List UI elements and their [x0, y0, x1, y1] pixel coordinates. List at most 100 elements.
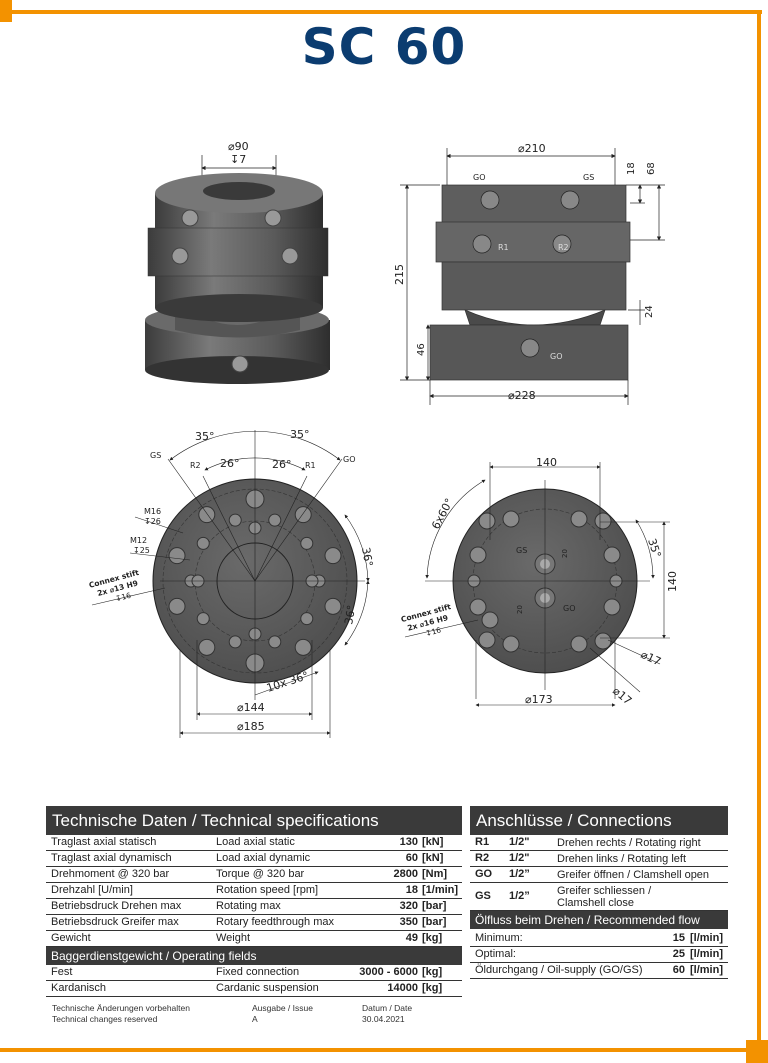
- bottom-d20b: 20: [516, 605, 524, 614]
- bolt-hole: [300, 536, 314, 550]
- spec-value: 2800: [393, 868, 418, 880]
- bolt-hole: [570, 635, 588, 653]
- spec-label-de: Kardanisch: [51, 982, 107, 994]
- bolt-hole: [198, 506, 216, 524]
- connection-desc-wrap: Drehen links / Rotating left: [557, 851, 686, 866]
- spec-unit: [kg]: [422, 982, 443, 994]
- spec-unit: [kg]: [422, 966, 443, 978]
- spec-unit: [kN]: [422, 836, 444, 848]
- flow-value: 60: [672, 964, 685, 976]
- top-m12-label: M12: [130, 536, 147, 545]
- side-go-base: GO: [550, 352, 563, 361]
- flow-row: Öldurchgang / Oil-supply (GO/GS) 60 [l/min…: [470, 963, 728, 979]
- spec-label-en: Weight: [216, 932, 251, 944]
- bolt-hole: [196, 536, 210, 550]
- flow-value: 15: [672, 932, 685, 944]
- bottom-dia-17b: ⌀17: [610, 684, 634, 707]
- iso-diameter-label: ⌀90: [228, 140, 249, 153]
- spec-label-de: Gewicht: [51, 932, 91, 944]
- top-angle-35-right: 35°: [290, 428, 310, 441]
- bolt-hole: [324, 547, 342, 565]
- spec-value: 130: [399, 836, 418, 848]
- flow-unit: [l/min]: [690, 932, 723, 944]
- connection-row: R1 1/2" Drehen rechts / Rotating right: [470, 835, 728, 851]
- spec-unit: [kg]: [422, 932, 443, 944]
- bolt-hole: [469, 598, 487, 616]
- bottom-d140-height: 140: [666, 571, 679, 592]
- bolt-hole: [603, 546, 621, 564]
- top-angle-36b: 36°: [342, 604, 358, 625]
- connection-code: R1: [475, 836, 490, 848]
- connection-size: 1/2”: [509, 868, 530, 880]
- side-go-top: GO: [473, 173, 486, 182]
- top-port-r2: R2: [190, 461, 201, 470]
- spec-value: 3000 - 6000: [359, 966, 418, 978]
- footer-date: 30.04.2021: [362, 1014, 405, 1024]
- top-m16-label: M16: [144, 507, 161, 516]
- connection-description: Drehen rechts / Rotating right: [557, 836, 701, 849]
- technical-specifications-table: Technische Daten / Technical specificati…: [46, 806, 462, 997]
- iso-depth-label: ↧7: [230, 153, 246, 166]
- side-gs-top: GS: [583, 173, 594, 182]
- flow-header: Ölfluss beim Drehen / Recommended flow: [470, 911, 728, 929]
- bolt-hole: [294, 638, 312, 656]
- bolt-hole: [294, 506, 312, 524]
- connection-description-2: Clamshell close: [557, 896, 635, 909]
- spec-label-en: Torque @ 320 bar: [216, 868, 305, 880]
- spec-label-de: Drehmoment @ 320 bar: [51, 868, 170, 880]
- side-d68: 68: [646, 162, 657, 175]
- bottom-connex-depth: ↧16: [424, 625, 442, 638]
- flow-value: 25: [672, 948, 685, 960]
- spec-label-en: Rotating max: [216, 900, 281, 912]
- spec-unit: [bar]: [422, 900, 447, 912]
- spec-unit: [1/min]: [422, 884, 459, 896]
- footer-issue: A: [252, 1014, 258, 1024]
- bottom-angle-6x60: 6x60°: [429, 496, 456, 531]
- connection-code: GO: [475, 868, 493, 880]
- spec-label-en: Rotary feedthrough max: [216, 916, 335, 928]
- footer-date-label: Datum / Date: [362, 1003, 413, 1013]
- top-dia-144: ⌀144: [237, 701, 265, 714]
- frame-corner-bottom-right: [746, 1040, 768, 1063]
- product-title: SC 60: [301, 18, 467, 76]
- footer-note-de: Technische Änderungen vorbehalten: [52, 1003, 190, 1013]
- spec-row: Drehzahl [U/min]Rotation speed [rpm]18[1…: [46, 883, 462, 899]
- connection-desc-wrap: Greifer schliessen /Clamshell close: [557, 883, 651, 910]
- spec-label-de: Drehzahl [U/min]: [51, 884, 133, 896]
- spec-label-de: Fest: [51, 966, 73, 978]
- flow-label: Öldurchgang / Oil-supply (GO/GS): [475, 964, 643, 976]
- flow-row: Optimal:25[l/min]: [470, 947, 728, 963]
- spec-unit: [kN]: [422, 852, 444, 864]
- specs-header: Technische Daten / Technical specificati…: [46, 806, 462, 835]
- bolt-hole: [324, 597, 342, 615]
- bottom-d20a: 20: [561, 549, 569, 558]
- bolt-hole: [228, 513, 242, 527]
- bottom-angle-35: 35°: [645, 537, 663, 560]
- connection-code: R2: [475, 852, 490, 864]
- connection-size: 1/2": [509, 836, 530, 848]
- connections-header: Anschlüsse / Connections: [470, 806, 728, 835]
- connection-code: GS: [475, 890, 491, 902]
- top-port-go: GO: [343, 455, 356, 464]
- bolt-hole: [268, 513, 282, 527]
- bolt-hole: [502, 510, 520, 528]
- side-view: [400, 148, 665, 405]
- side-d215: 215: [393, 264, 406, 285]
- top-connex-depth: ↧16: [114, 591, 132, 604]
- frame-bottom-border: [0, 1048, 760, 1052]
- top-m16-depth: ↧26: [144, 517, 161, 526]
- bolt-hole: [469, 546, 487, 564]
- bolt-hole: [196, 612, 210, 626]
- top-port-gs: GS: [150, 451, 161, 460]
- bolt-hole: [570, 510, 588, 528]
- flow-unit: [l/min]: [690, 964, 723, 976]
- bolt-hole: [228, 635, 242, 649]
- bolt-hole: [168, 597, 186, 615]
- footer-issue-label: Ausgabe / Issue: [252, 1003, 313, 1013]
